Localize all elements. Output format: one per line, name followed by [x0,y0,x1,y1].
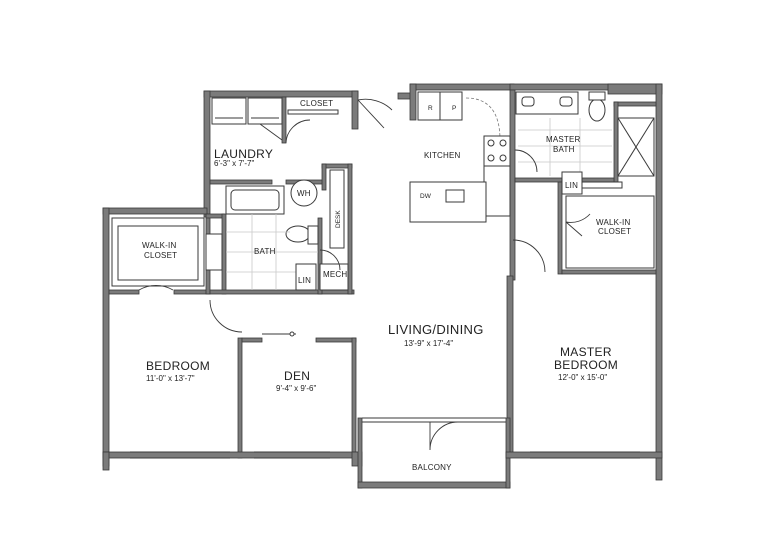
bedroom-label: BEDROOM [146,359,210,373]
living-dims: 13'-9" x 17'-4" [404,339,453,348]
desk-label: DESK [335,210,342,228]
closet-top-label: CLOSET [300,99,333,108]
lin-master-box [561,171,583,195]
balcony-label: BALCONY [412,463,452,472]
walkin-master-label-2: CLOSET [598,227,631,236]
mech-label: MECH [323,270,347,279]
kitchen-counters [409,91,511,223]
walkin-master-shelves [561,181,655,269]
door-swings [138,98,591,451]
walkin-bedroom-label-2: CLOSET [144,251,177,260]
walls [102,83,663,489]
kitchen-label: KITCHEN [424,151,461,160]
master-bedroom-label-1: MASTER [560,345,612,359]
refrigerator-label: R [428,105,433,112]
dishwasher-label: DW [420,193,432,200]
master-bath-label-2: BATH [553,145,575,154]
pantry-label: P [452,105,456,112]
master-bedroom-dims: 12'-0" x 15'-0" [558,373,607,382]
den-dims: 9'-4" x 9'-6" [276,384,316,393]
water-heater [290,179,318,207]
washer-dryer [211,97,283,125]
laundry-dims: 6'-3" x 7'-7" [214,159,254,168]
desk [329,169,345,249]
wh-label: WH [297,189,311,198]
living-label: LIVING/DINING [388,322,484,337]
lin-bath-label: LIN [298,276,311,285]
bath-label: BATH [254,247,276,256]
lin-master-label: LIN [565,181,578,190]
den-label: DEN [284,369,310,383]
walkin-bedroom-label-1: WALK-IN [142,241,176,250]
bath-fixtures [205,185,349,291]
closet-shelf [287,109,339,115]
windows [130,417,640,459]
master-bath-fixtures [515,91,655,177]
master-bath-label-1: MASTER [546,135,581,144]
laundry-label: LAUNDRY [214,147,273,161]
walkin-bedroom-shelves [111,217,205,287]
master-bedroom-label-2: BEDROOM [554,358,618,372]
walkin-master-label-1: WALK-IN [596,218,630,227]
bedroom-dims: 11'-0" x 13'-7" [146,374,195,383]
